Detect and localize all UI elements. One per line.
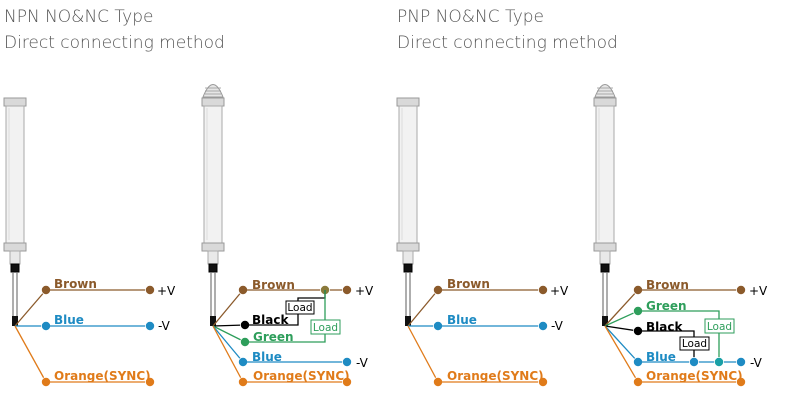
pnp-title: PNP NO&NC Type xyxy=(397,7,545,27)
pnp-receiver-vplus-label: +V xyxy=(749,284,768,298)
npn-receiver-top-cap xyxy=(201,97,225,107)
npn-emitter-blue-label: Blue xyxy=(54,313,84,327)
npn-receiver-cable-gland xyxy=(208,263,218,273)
pnp-receiver-blue-junction2 xyxy=(714,356,725,367)
npn-receiver-cable-end xyxy=(210,316,216,326)
npn-receiver-blue-label: Blue xyxy=(252,350,282,364)
pnp-emitter-cable-end xyxy=(405,316,411,326)
pnp-receiver-top-cap xyxy=(593,97,617,107)
npn-emitter-cable-end xyxy=(12,316,18,326)
pnp-emitter-orange-end-dot xyxy=(538,376,549,387)
pnp-receiver-orange-end-dot xyxy=(736,376,747,387)
pnp-receiver-blue-wire xyxy=(604,325,639,363)
npn-receiver-load2-box xyxy=(310,319,341,335)
npn-receiver-brown-label: Brown xyxy=(252,278,295,292)
pnp-emitter-bottom-cap xyxy=(396,242,420,252)
npn-receiver-connector xyxy=(207,250,219,265)
npn-receiver-orange-end-dot xyxy=(341,376,352,387)
npn-receiver-load1-box xyxy=(285,300,315,315)
npn-emitter-cable-gland xyxy=(10,263,20,273)
npn-receiver-brown-wire xyxy=(212,289,244,327)
npn-receiver-green-line xyxy=(245,334,326,343)
pnp-receiver-orange-label: Orange(SYNC) xyxy=(646,369,743,383)
pnp-receiver-black-label: Black xyxy=(646,320,683,334)
pnp-emitter-cable-gland xyxy=(403,263,413,273)
pnp-emitter-orange-label: Orange(SYNC) xyxy=(447,369,544,383)
pnp-receiver-black-wire xyxy=(604,325,639,332)
pnp-receiver-load2-box xyxy=(704,318,735,334)
npn-receiver-blue-wire xyxy=(212,325,244,363)
pnp-receiver-brown-wire xyxy=(604,289,639,327)
pnp-receiver-load1-box xyxy=(679,336,710,351)
npn-receiver-bottom-cap xyxy=(201,242,225,252)
pnp-emitter-vplus-label: +V xyxy=(550,284,569,298)
npn-receiver-black-label: Black xyxy=(252,313,289,327)
pnp-receiver-green-wire xyxy=(604,310,639,327)
npn-receiver-green-wire xyxy=(212,325,246,343)
npn-receiver-vminus-dot xyxy=(341,356,352,367)
npn-receiver-vminus-label: -V xyxy=(356,356,369,370)
pnp-receiver-blue-junction1 xyxy=(689,356,700,367)
pnp-emitter-vplus-dot xyxy=(538,284,549,295)
pnp-receiver-vminus-label: -V xyxy=(750,356,763,370)
pnp-emitter-brown-wire xyxy=(407,289,439,327)
pnp-emitter-brown-label: Brown xyxy=(447,277,490,291)
pnp-receiver-load1-label: Load xyxy=(682,338,707,350)
npn-receiver-black-wire xyxy=(212,324,246,327)
pnp-subtitle: Direct connecting method xyxy=(397,33,618,53)
npn-receiver-orange-wire xyxy=(212,325,244,383)
pnp-receiver-orange-wire xyxy=(604,325,639,383)
pnp-emitter-vminus-label: -V xyxy=(551,319,564,333)
npn-emitter-orange-wire xyxy=(14,325,47,383)
npn-emitter-orange-label: Orange(SYNC) xyxy=(54,369,151,383)
npn-receiver-green-label: Green xyxy=(253,330,294,344)
pnp-emitter-connector xyxy=(402,250,414,265)
pnp-receiver-cable-end xyxy=(602,316,608,326)
npn-emitter-vplus-label: +V xyxy=(157,284,176,298)
pnp-receiver-brown-label: Brown xyxy=(646,278,689,292)
pnp-emitter-orange-wire xyxy=(407,325,439,383)
npn-emitter-brown-wire xyxy=(14,289,47,327)
pnp-receiver-black-line xyxy=(638,330,695,337)
pnp-receiver-bottom-cap xyxy=(593,242,617,252)
pnp-receiver-load2-label: Load xyxy=(707,321,732,333)
pnp-receiver-green-line xyxy=(638,310,720,319)
npn-subtitle: Direct connecting method xyxy=(4,33,225,53)
npn-receiver-load1-label: Load xyxy=(287,302,312,314)
npn-receiver-orange-label: Orange(SYNC) xyxy=(253,369,350,383)
npn-receiver-vplus-dot xyxy=(341,284,352,295)
npn-emitter-brown-label: Brown xyxy=(54,277,97,291)
pnp-receiver-green-label: Green xyxy=(646,299,687,313)
pnp-receiver-blue-label: Blue xyxy=(646,350,676,364)
npn-emitter-vminus-dot xyxy=(144,320,155,331)
pnp-receiver-vminus-dot xyxy=(736,356,747,367)
npn-emitter-connector xyxy=(9,250,21,265)
npn-receiver-vplus-label: +V xyxy=(355,284,374,298)
npn-emitter-orange-end-dot xyxy=(144,376,155,387)
npn-emitter-top-cap xyxy=(3,97,27,107)
pnp-emitter-vminus-dot xyxy=(538,320,549,331)
npn-emitter-bottom-cap xyxy=(3,242,27,252)
npn-receiver-black-line xyxy=(245,313,299,326)
pnp-emitter-top-cap xyxy=(396,97,420,107)
npn-emitter-vminus-label: -V xyxy=(158,319,171,333)
pnp-emitter-blue-label: Blue xyxy=(447,313,477,327)
npn-title: NPN NO&NC Type xyxy=(4,7,154,27)
npn-emitter-vplus-dot xyxy=(144,284,155,295)
pnp-receiver-connector xyxy=(599,250,611,265)
pnp-receiver-vplus-dot xyxy=(736,284,747,295)
npn-receiver-load2-label: Load xyxy=(313,322,338,334)
pnp-receiver-cable-gland xyxy=(600,263,610,273)
